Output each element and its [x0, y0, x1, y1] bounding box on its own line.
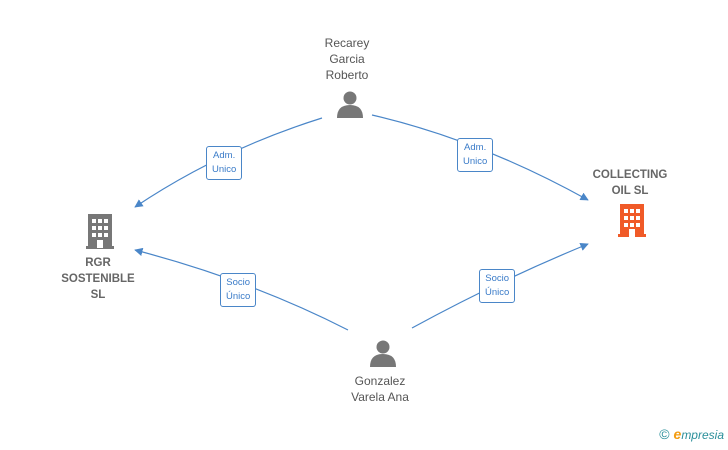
edge-label-gonzalez-collecting: Socio Único	[479, 269, 516, 303]
company-label-collecting[interactable]: COLLECTING OIL SL	[592, 169, 668, 197]
footer-brand: © empresia	[659, 426, 724, 442]
copyright-icon: ©	[659, 426, 670, 442]
edge-label-gonzalez-rgr: Socio Único	[220, 273, 257, 307]
person-label-gonzalez[interactable]: Gonzalez Varela Ana	[351, 374, 409, 404]
person-icon[interactable]	[337, 91, 363, 119]
person-label-recarey[interactable]: Recarey Garcia Roberto	[324, 36, 370, 82]
building-icon[interactable]	[86, 214, 114, 249]
edge-label-recarey-collecting: Adm. Unico	[457, 138, 494, 172]
building-icon-highlighted[interactable]	[618, 204, 646, 237]
person-icon[interactable]	[370, 340, 396, 368]
edge-label-recarey-rgr: Adm. Unico	[206, 146, 243, 180]
company-label-rgr[interactable]: RGR SOSTENIBLE SL	[61, 257, 135, 301]
brand-logo: empresia	[673, 426, 724, 442]
